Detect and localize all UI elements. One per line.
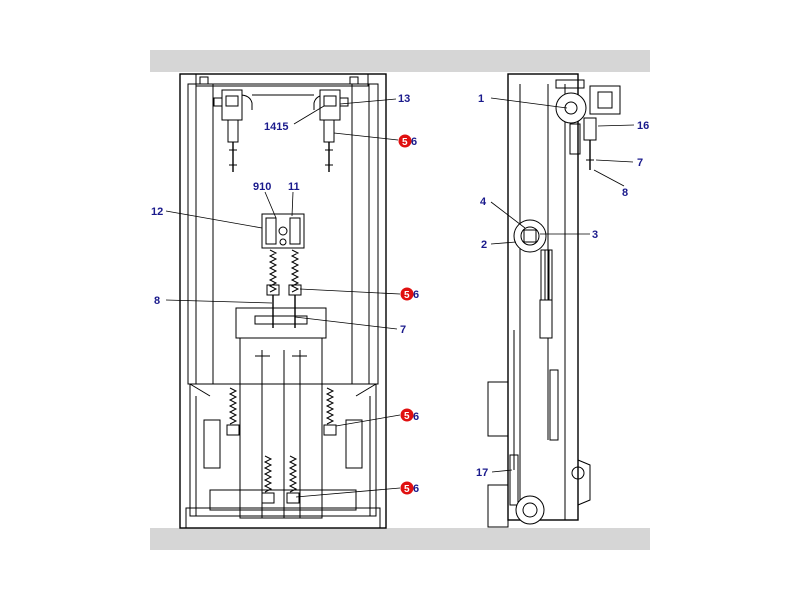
front-leader-lines	[165, 98, 401, 498]
callout-7-side: 7	[637, 157, 643, 169]
svg-text:5: 5	[402, 137, 408, 148]
svg-text:5: 5	[404, 411, 410, 422]
mid-crossbar	[235, 307, 327, 339]
bottom-roller	[515, 495, 545, 525]
callout-11: 11	[288, 181, 300, 193]
side-view: 1 16 7 8 4 3 2 17	[476, 73, 649, 528]
svg-text:5: 5	[404, 484, 410, 495]
side-mast-profile	[507, 73, 579, 521]
callout-910: 910	[253, 181, 271, 193]
side-cylinder	[539, 299, 553, 339]
top-gray-band	[150, 50, 650, 72]
callout-6-lower: 6	[413, 411, 419, 423]
fork-heel	[577, 459, 591, 506]
center-springs	[266, 249, 302, 328]
top-left-cylinder-head	[213, 89, 243, 172]
svg-text:5: 5	[404, 290, 410, 301]
chain	[509, 249, 559, 506]
front-view: 13 1415 6 910 11 12 6 8 7 6 6 5	[151, 73, 419, 529]
callout-12: 12	[151, 206, 163, 218]
callout-16: 16	[637, 120, 649, 132]
badge-5-top: 5	[398, 134, 412, 148]
badge-5-mid: 5	[400, 287, 414, 301]
fork-base	[185, 383, 381, 529]
center-chain-block	[261, 213, 305, 249]
callout-13: 13	[398, 93, 410, 105]
red-badges: 5 5 5 5	[398, 134, 414, 495]
top-pulley	[555, 79, 621, 170]
callout-6-mid: 6	[413, 289, 419, 301]
callout-2: 2	[481, 239, 487, 251]
side-back-plate	[487, 381, 509, 437]
side-callout-labels: 1 16 7 8 4 3 2 17	[476, 93, 649, 479]
callout-3: 3	[592, 229, 598, 241]
callout-17: 17	[476, 467, 488, 479]
callout-8-side: 8	[622, 187, 628, 199]
callout-6-top: 6	[411, 136, 417, 148]
top-right-cylinder-head	[319, 89, 349, 172]
front-callout-labels: 13 1415 6 910 11 12 6 8 7 6 6	[151, 93, 419, 495]
callout-1415: 1415	[264, 121, 288, 133]
lower-carriage	[239, 337, 323, 519]
top-header-plate	[195, 73, 369, 87]
callout-4: 4	[480, 196, 487, 208]
side-leader-lines	[490, 97, 635, 473]
callout-1: 1	[478, 93, 484, 105]
callout-8-front: 8	[154, 295, 160, 307]
bottom-gray-band	[150, 528, 650, 550]
side-springs	[226, 387, 337, 436]
badge-5-lower: 5	[400, 408, 414, 422]
callout-7-front: 7	[400, 324, 406, 336]
bottom-springs	[261, 455, 300, 504]
badge-5-bottom: 5	[400, 481, 414, 495]
middle-pulley	[513, 219, 547, 253]
callout-6-bottom: 6	[413, 483, 419, 495]
